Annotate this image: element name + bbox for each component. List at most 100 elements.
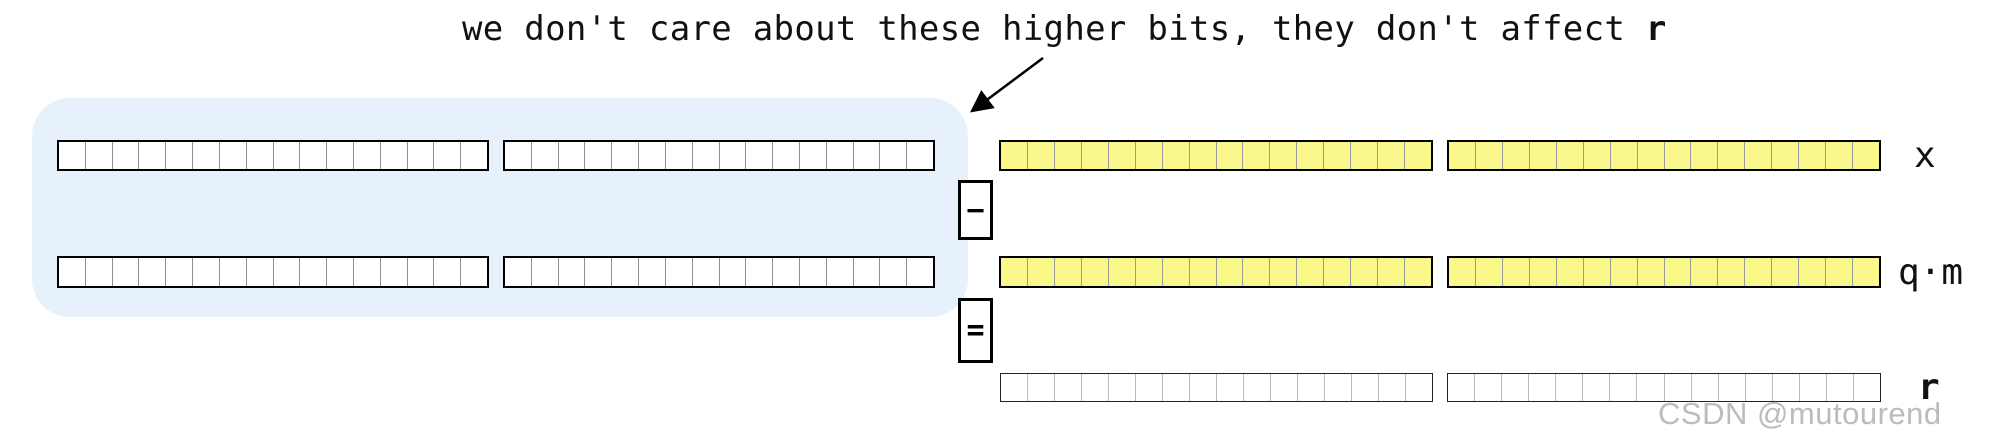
bit-cell: [1190, 258, 1217, 286]
bit-cell: [1378, 142, 1406, 169]
bit-cell: [1449, 258, 1476, 286]
bit-cell: [139, 258, 167, 286]
bit-cell: [247, 258, 274, 286]
bit-cell: [1243, 258, 1271, 286]
bit-cell: [59, 258, 86, 286]
bit-cell: [1324, 258, 1352, 286]
bit-cell: [1001, 142, 1028, 169]
bit-cell: [1163, 258, 1190, 286]
bit-bar-x-high-word-1: [57, 140, 489, 171]
bit-cell: [666, 142, 693, 169]
bit-cell: [773, 142, 800, 169]
bit-cell: [1638, 258, 1665, 286]
bit-cell: [274, 258, 301, 286]
bit-cell: [1853, 258, 1879, 286]
bit-cell: [666, 258, 693, 286]
bit-cell: [300, 142, 328, 169]
bit-cell: [532, 142, 559, 169]
bit-cell: [1243, 142, 1271, 169]
bit-cell: [220, 142, 247, 169]
bit-cell: [505, 258, 532, 286]
bit-cell: [1055, 258, 1082, 286]
bit-cell: [1557, 258, 1584, 286]
bit-cell: [1082, 142, 1109, 169]
bit-cell: [746, 258, 774, 286]
bit-cell: [532, 258, 559, 286]
bit-cell: [1503, 258, 1530, 286]
bit-cell: [1406, 374, 1432, 401]
bit-cell: [1773, 374, 1800, 401]
bit-cell: [1556, 374, 1584, 401]
row-label-x: x: [1914, 135, 1936, 176]
bit-cell: [1244, 374, 1271, 401]
bit-cell: [1800, 374, 1827, 401]
bit-cell: [612, 142, 640, 169]
equals-operator: =: [958, 298, 993, 363]
bit-cell: [639, 258, 666, 286]
bit-cell: [1475, 374, 1503, 401]
bit-cell: [1665, 374, 1692, 401]
minus-operator: −: [958, 180, 993, 240]
bit-cell: [354, 142, 381, 169]
bit-cell: [139, 142, 167, 169]
bit-cell: [1691, 258, 1719, 286]
bit-cell: [612, 258, 640, 286]
bit-cell: [1190, 374, 1217, 401]
bit-cell: [1405, 142, 1431, 169]
bit-cell: [1583, 374, 1611, 401]
bit-cell: [1136, 258, 1163, 286]
bit-cell: [827, 258, 854, 286]
bit-cell: [1745, 142, 1773, 169]
bit-cell: [1745, 258, 1773, 286]
bit-cell: [1001, 258, 1028, 286]
bit-cell: [1136, 374, 1163, 401]
bit-bar-r-low-word-1: [1000, 373, 1433, 402]
bit-cell: [800, 258, 827, 286]
bit-cell: [907, 142, 933, 169]
bit-cell: [720, 258, 747, 286]
bit-cell: [1584, 258, 1611, 286]
bit-cell: [434, 142, 462, 169]
bit-cell: [381, 142, 408, 169]
bit-cell: [1351, 142, 1379, 169]
bit-cell: [1611, 142, 1638, 169]
bit-cell: [408, 142, 435, 169]
bit-cell: [408, 258, 435, 286]
bit-cell: [585, 142, 613, 169]
bit-cell: [1692, 374, 1719, 401]
bit-cell: [1719, 374, 1746, 401]
bit-cell: [1325, 374, 1352, 401]
bit-cell: [880, 142, 908, 169]
bit-cell: [1530, 258, 1557, 286]
bit-cell: [1001, 374, 1028, 401]
bit-cell: [1476, 142, 1503, 169]
bit-cell: [1529, 374, 1557, 401]
bit-cell: [827, 142, 854, 169]
bit-cell: [1665, 258, 1692, 286]
bit-cell: [1109, 374, 1136, 401]
bit-cell: [1638, 142, 1665, 169]
bit-cell: [639, 142, 666, 169]
bit-bar-x-low-word-2: [1447, 140, 1881, 171]
bit-cell: [880, 258, 908, 286]
row-label-r: r: [1918, 367, 1940, 408]
row-label-q-times-m: q·m: [1898, 251, 1964, 293]
bit-cell: [381, 258, 408, 286]
bit-cell: [1405, 258, 1431, 286]
bit-cell: [1324, 142, 1352, 169]
bit-cell: [1109, 258, 1136, 286]
bit-cell: [1665, 142, 1692, 169]
bit-cell: [1379, 374, 1406, 401]
bit-cell: [746, 142, 774, 169]
bit-cell: [693, 258, 720, 286]
annotation-text: we don't care about these higher bits, t…: [462, 11, 1667, 47]
bit-cell: [1217, 258, 1244, 286]
bit-cell: [1584, 142, 1611, 169]
bit-cell: [1297, 142, 1325, 169]
bit-cell: [1378, 258, 1406, 286]
bit-cell: [274, 142, 301, 169]
bit-bar-q-times-m-high-word-2: [503, 256, 935, 288]
bit-cell: [193, 258, 220, 286]
bit-cell: [1691, 142, 1719, 169]
bit-cell: [1270, 142, 1298, 169]
